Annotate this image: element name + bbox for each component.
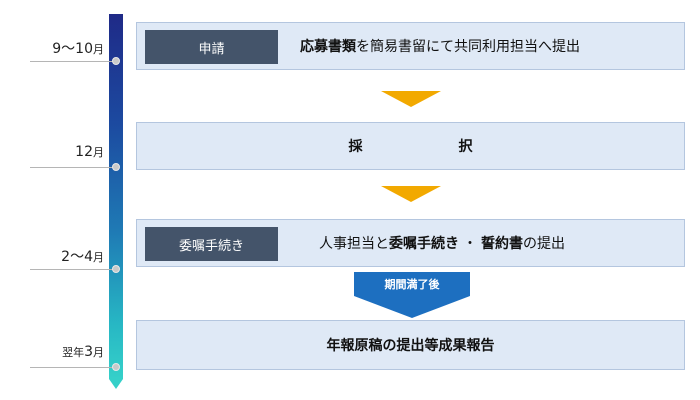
step-commission-text: 人事担当と委嘱手続き・誓約書の提出 xyxy=(319,236,565,252)
timeline-dot xyxy=(112,57,120,65)
timeline-tick-line xyxy=(30,167,116,168)
timeline-arrow-tip xyxy=(109,379,123,389)
tag-application: 申請 xyxy=(145,30,278,64)
timeline-bar xyxy=(109,14,123,379)
flow-arrow-down xyxy=(381,91,441,107)
timeline-dot xyxy=(112,163,120,171)
timeline-dot xyxy=(112,265,120,273)
step-application-text: 応募書類を簡易書留にて共同利用担当へ提出 xyxy=(300,39,580,55)
tag-commission: 委嘱手続き xyxy=(145,227,278,261)
period-arrow: 期間満了後 xyxy=(354,272,470,318)
step-commission: 委嘱手続き 人事担当と委嘱手続き・誓約書の提出 xyxy=(136,219,685,267)
timeline-tick-line xyxy=(30,367,116,368)
step-selection: 採択 xyxy=(136,122,685,170)
timeline-dot xyxy=(112,363,120,371)
flow-arrow-down xyxy=(381,186,441,202)
step-selection-text: 採択 xyxy=(348,139,473,155)
period-label: 期間満了後 xyxy=(354,272,470,296)
step-application: 申請 応募書類を簡易書留にて共同利用担当へ提出 xyxy=(136,22,685,70)
timeline-tick-line xyxy=(30,61,116,62)
step-report: 年報原稿の提出等成果報告 xyxy=(136,320,685,370)
date-label-selection: 12月 xyxy=(75,144,104,160)
period-arrow-head xyxy=(354,296,470,318)
step-report-text: 年報原稿の提出等成果報告 xyxy=(326,338,495,354)
date-label-report: 翌年3月 xyxy=(62,344,104,360)
timeline-tick-line xyxy=(30,269,116,270)
date-label-application: 9〜10月 xyxy=(52,41,104,57)
date-label-commission: 2〜4月 xyxy=(61,249,104,265)
